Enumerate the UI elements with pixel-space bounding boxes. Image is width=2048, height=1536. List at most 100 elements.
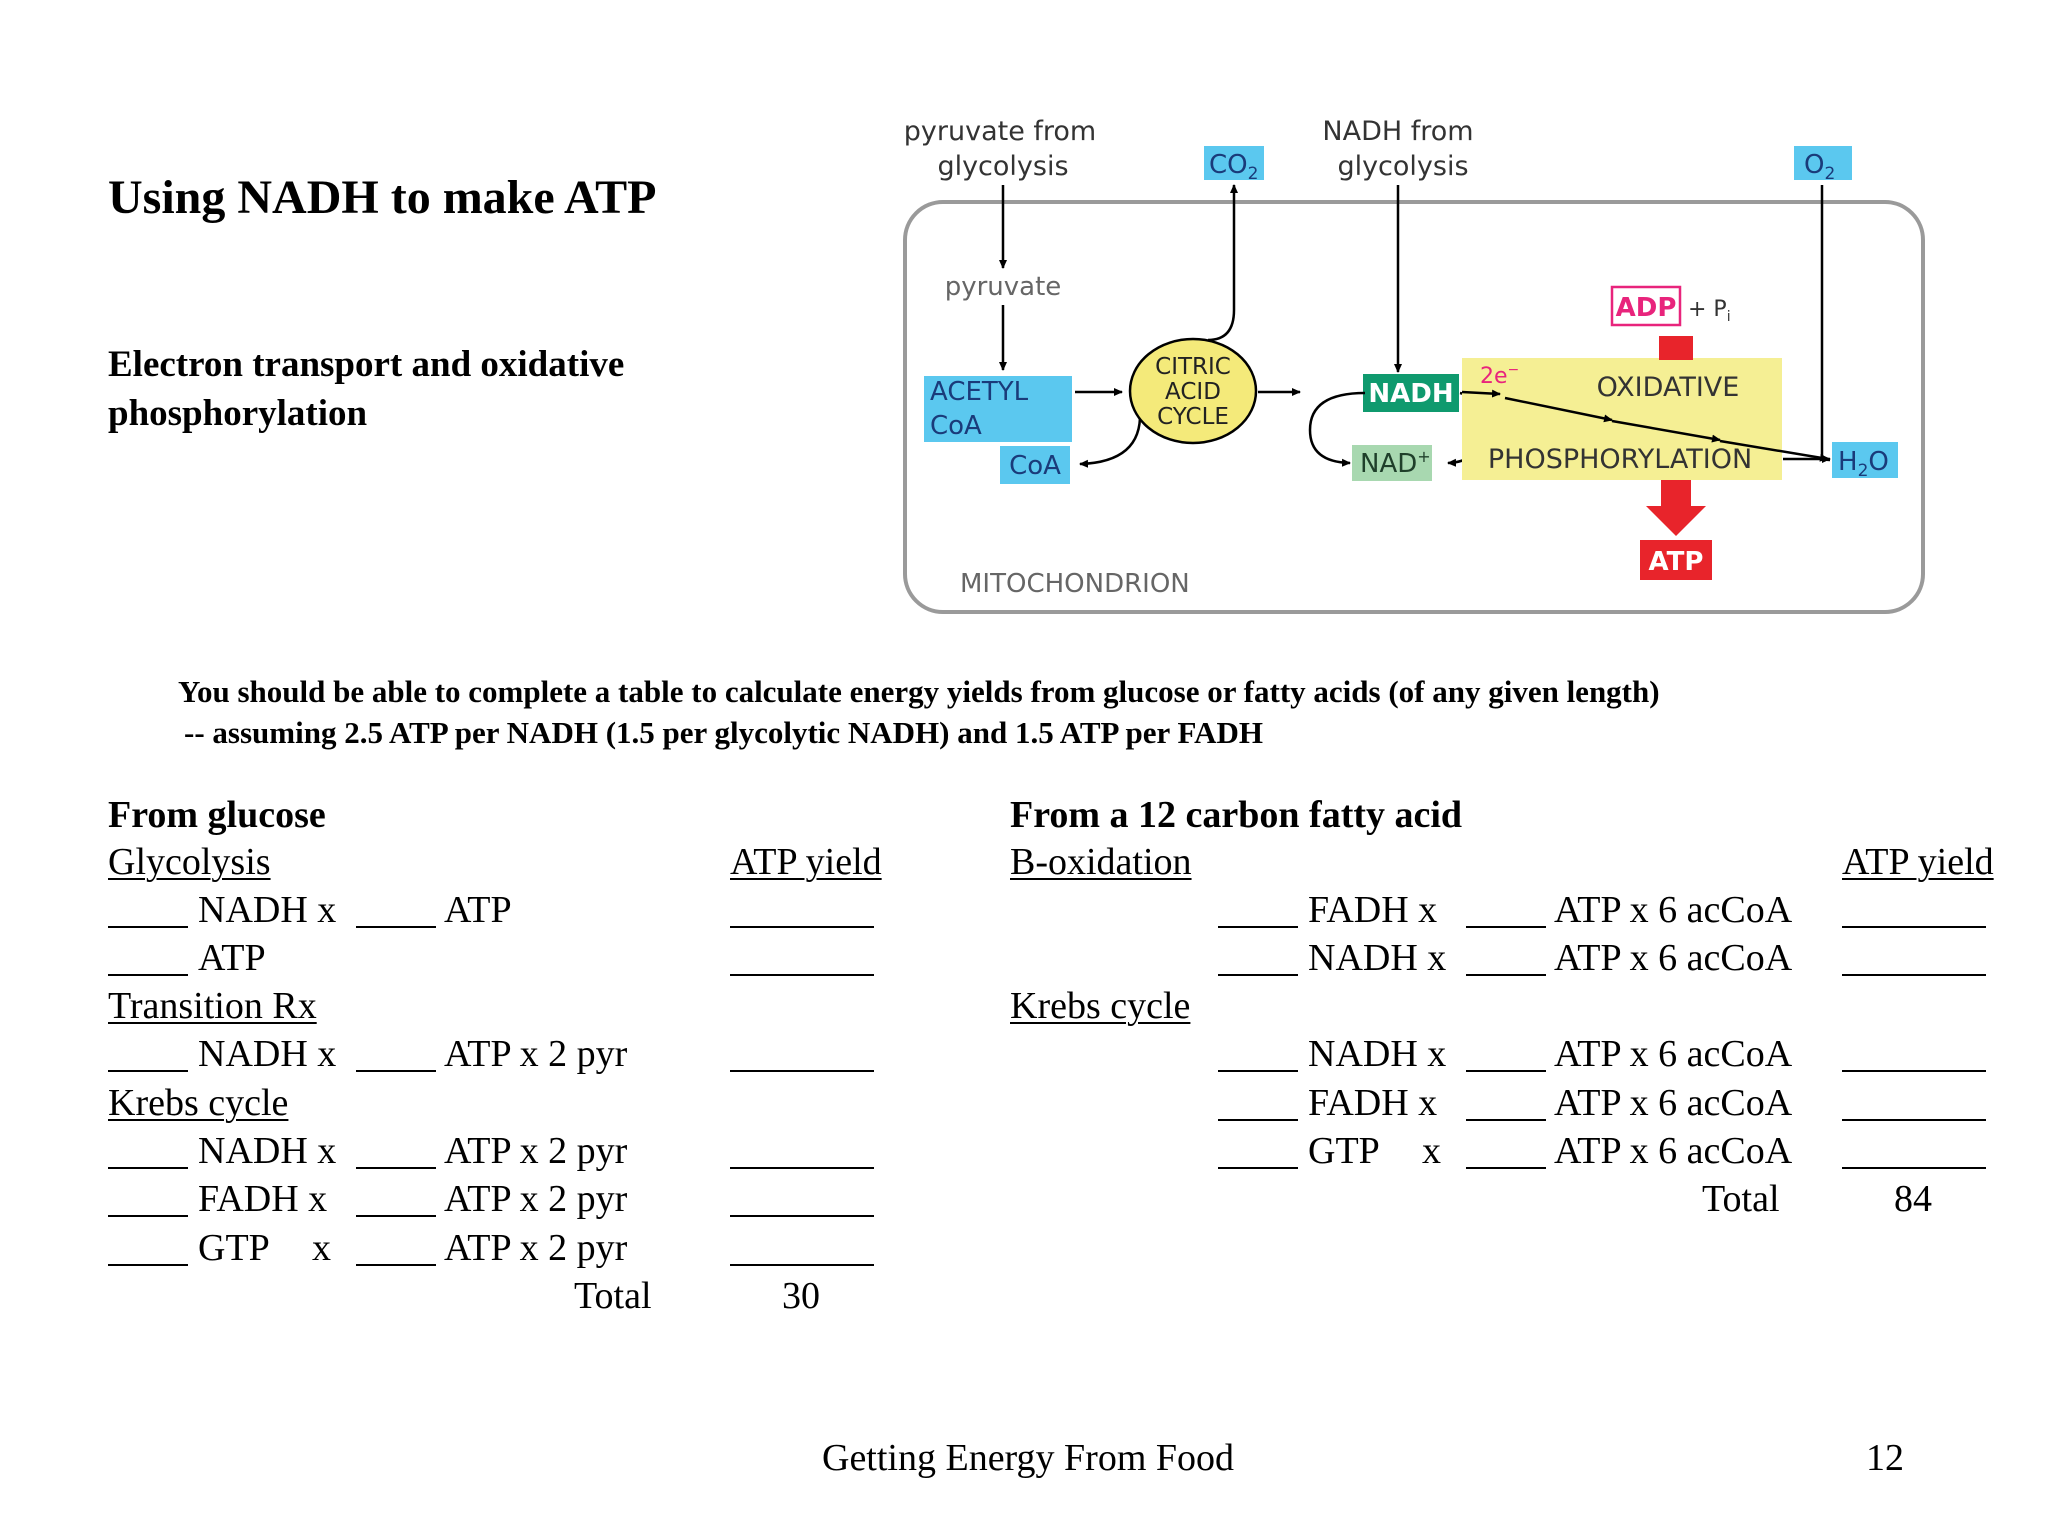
atp-x-6-accoa-label: ATP x 6 acCoA: [1554, 1130, 1793, 1172]
coa-box: [1000, 446, 1070, 484]
glucose-total-value: 30: [782, 1275, 820, 1317]
yield-blank: [730, 1179, 874, 1217]
yield-blank: [1842, 938, 1986, 976]
atp-x-2-pyr-label: ATP x 2 pyr: [444, 1227, 628, 1269]
glycolysis-heading: Glycolysis: [108, 841, 271, 883]
atp-x-6-accoa-label: ATP x 6 acCoA: [1554, 1082, 1793, 1124]
fatty-total-label: Total: [1702, 1178, 1780, 1220]
nadh-box: [1363, 374, 1459, 412]
x-label: x: [312, 1227, 331, 1269]
fatty-krebs-heading: Krebs cycle: [1010, 985, 1191, 1027]
blank-field: [356, 890, 436, 928]
adp-in-bar: [1659, 336, 1693, 360]
atp-label: ATP: [198, 937, 266, 979]
atp-x-2-pyr-label: ATP x 2 pyr: [444, 1033, 628, 1075]
gtp-label: GTP: [198, 1227, 270, 1269]
mitochondrion-outline: [903, 200, 1925, 614]
subtitle-line-1: Electron transport and oxidative: [108, 344, 625, 385]
yield-blank: [730, 938, 874, 976]
glucose-total-label: Total: [574, 1275, 652, 1317]
fatty-atp-yield-heading: ATP yield: [1842, 841, 1994, 883]
yield-blank: [1842, 1131, 1986, 1169]
glycolysis-label-2: glycolysis: [1337, 151, 1468, 182]
atp-x-6-accoa-label: ATP x 6 acCoA: [1554, 937, 1793, 979]
adp-label: ADP: [1616, 293, 1677, 323]
atp-label: ATP: [444, 889, 512, 931]
yield-blank: [730, 1034, 874, 1072]
page-number: 12: [1866, 1437, 1904, 1479]
yield-blank: [1842, 1083, 1986, 1121]
atp-x-2-pyr-label: ATP x 2 pyr: [444, 1178, 628, 1220]
citric-label-1: CITRIC: [1155, 354, 1231, 380]
pyruvate-label: pyruvate: [945, 272, 1062, 302]
blank-field: [1218, 1131, 1298, 1169]
adp-box: [1610, 285, 1682, 327]
blank-field: [356, 1179, 436, 1217]
transition-heading: Transition Rx: [108, 985, 317, 1027]
blank-field: [1218, 1034, 1298, 1072]
blank-field: [1466, 938, 1546, 976]
atp-box: [1640, 540, 1712, 580]
oxidative-label: OXIDATIVE: [1597, 372, 1740, 403]
blank-field: [108, 890, 188, 928]
subtitle-line-2: phosphorylation: [108, 393, 368, 434]
fatty-total-value: 84: [1894, 1178, 1932, 1220]
phosphorylation-label: PHOSPHORYLATION: [1488, 444, 1752, 475]
nadh-x-label: NADH x: [1308, 937, 1447, 979]
o2-box: [1794, 146, 1852, 180]
yield-blank: [730, 890, 874, 928]
citric-acid-cycle: [1128, 337, 1258, 445]
blank-field: [1466, 1131, 1546, 1169]
intro-line-1: You should be able to complete a table t…: [178, 674, 1660, 709]
two-e-label: 2e−: [1480, 362, 1519, 389]
blank-field: [108, 1228, 188, 1266]
fadh-x-label: FADH x: [1308, 1082, 1438, 1124]
atp-arrow-head: [1646, 506, 1706, 536]
footer-title: Getting Energy From Food: [822, 1437, 1235, 1479]
glucose-heading: From glucose: [108, 794, 326, 836]
blank-field: [108, 1034, 188, 1072]
atp-arrow-shaft: [1661, 480, 1691, 506]
blank-field: [108, 938, 188, 976]
blank-field: [108, 1179, 188, 1217]
h2o-label: H2O: [1838, 447, 1889, 481]
citric-label-3: CYCLE: [1157, 404, 1229, 430]
blank-field: [1218, 938, 1298, 976]
h2o-box: [1832, 442, 1898, 478]
acetyl-coa-box: [924, 376, 1072, 442]
gtp-label: GTP: [1308, 1130, 1380, 1172]
atp-x-6-accoa-label: ATP x 6 acCoA: [1554, 1033, 1793, 1075]
blank-field: [356, 1034, 436, 1072]
blank-field: [1466, 1034, 1546, 1072]
fadh-x-label: FADH x: [198, 1178, 328, 1220]
page-title: Using NADH to make ATP: [108, 171, 657, 224]
acetyl-coa-label: CoA: [930, 411, 982, 441]
oxidative-phosphorylation-box: [1462, 358, 1782, 480]
nad-box: [1352, 445, 1432, 481]
nadh-x-label: NADH x: [198, 889, 337, 931]
yield-blank: [1842, 1034, 1986, 1072]
yield-blank: [730, 1228, 874, 1266]
pyruvate-from-label: pyruvate from: [904, 116, 1096, 147]
x-label: x: [1422, 1130, 1441, 1172]
atp-x-6-accoa-label: ATP x 6 acCoA: [1554, 889, 1793, 931]
atp-label: ATP: [1649, 547, 1704, 577]
pi-label: + Pi: [1688, 297, 1731, 325]
co2-label: CO2: [1209, 150, 1258, 184]
yield-blank: [730, 1131, 874, 1169]
nad-label: NAD+: [1360, 447, 1431, 479]
yield-blank: [1842, 890, 1986, 928]
b-oxidation-heading: B-oxidation: [1010, 841, 1192, 883]
intro-line-2: -- assuming 2.5 ATP per NADH (1.5 per gl…: [184, 715, 1263, 750]
glucose-atp-yield-heading: ATP yield: [730, 841, 882, 883]
nadh-from-label: NADH from: [1322, 116, 1473, 147]
nadh-x-label: NADH x: [1308, 1033, 1447, 1075]
blank-field: [1218, 1083, 1298, 1121]
glucose-krebs-heading: Krebs cycle: [108, 1082, 289, 1124]
mitochondrion-label: MITOCHONDRION: [960, 569, 1190, 599]
acetyl-label: ACETYL: [930, 377, 1029, 407]
blank-field: [1218, 890, 1298, 928]
fadh-x-label: FADH x: [1308, 889, 1438, 931]
blank-field: [1466, 890, 1546, 928]
coa-label: CoA: [1009, 451, 1061, 481]
